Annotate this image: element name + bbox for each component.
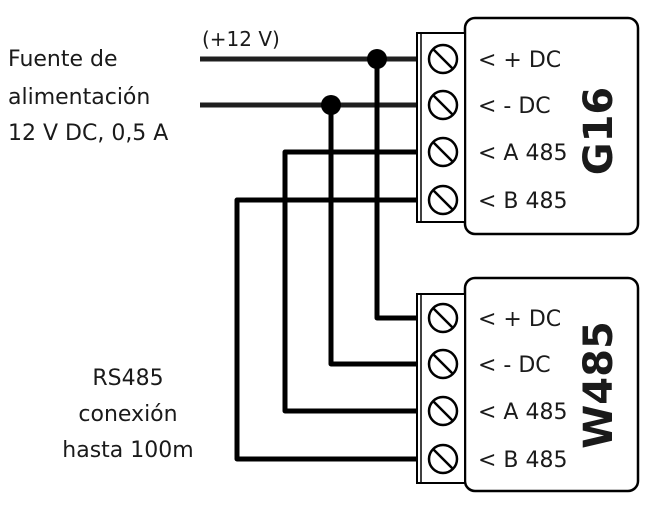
junction-dot-minus-dc bbox=[321, 95, 341, 115]
screw-terminals bbox=[427, 43, 459, 216]
device-name-w485: W485 bbox=[576, 321, 622, 449]
terminal-label: < B 485 bbox=[478, 448, 568, 473]
screw-icon bbox=[427, 43, 459, 75]
terminal-label: < - DC bbox=[478, 353, 551, 378]
screw-icon bbox=[427, 348, 459, 380]
screw-icon bbox=[427, 443, 459, 475]
device-name-g16: G16 bbox=[576, 87, 622, 176]
terminal-label: < B 485 bbox=[478, 189, 568, 214]
power-supply-label-line-2: alimentación bbox=[8, 85, 150, 110]
screw-icon bbox=[427, 184, 459, 216]
wire-minus-dc-w485 bbox=[328, 105, 418, 367]
wire-plus-dc-w485 bbox=[374, 59, 418, 321]
wire-a485 bbox=[282, 149, 418, 414]
junction-dot-plus-dc bbox=[367, 49, 387, 69]
screw-icon bbox=[427, 302, 459, 334]
power-supply-label-line-3: 12 V DC, 0,5 A bbox=[8, 121, 168, 146]
rs485-note-line-1: RS485 bbox=[92, 366, 163, 391]
terminal-label: < A 485 bbox=[478, 400, 567, 425]
voltage-label: (+12 V) bbox=[202, 27, 280, 51]
power-supply-label-line-1: Fuente de bbox=[8, 47, 118, 72]
terminal-label: < - DC bbox=[478, 94, 551, 119]
rs485-note-line-2: conexión bbox=[78, 402, 177, 427]
wire-b485 bbox=[234, 197, 418, 462]
rs485-note-line-3: hasta 100m bbox=[62, 438, 193, 463]
device-g16: < + DC < - DC < A 485 < B 485 G16 bbox=[416, 16, 640, 236]
terminal-label: < + DC bbox=[478, 48, 561, 73]
device-w485: < + DC < - DC < A 485 < B 485 W485 bbox=[416, 276, 640, 493]
screw-icon bbox=[427, 89, 459, 121]
terminal-label: < A 485 bbox=[478, 141, 567, 166]
terminal-label: < + DC bbox=[478, 307, 561, 332]
screw-terminals bbox=[427, 302, 459, 475]
screw-icon bbox=[427, 395, 459, 427]
screw-icon bbox=[427, 136, 459, 168]
